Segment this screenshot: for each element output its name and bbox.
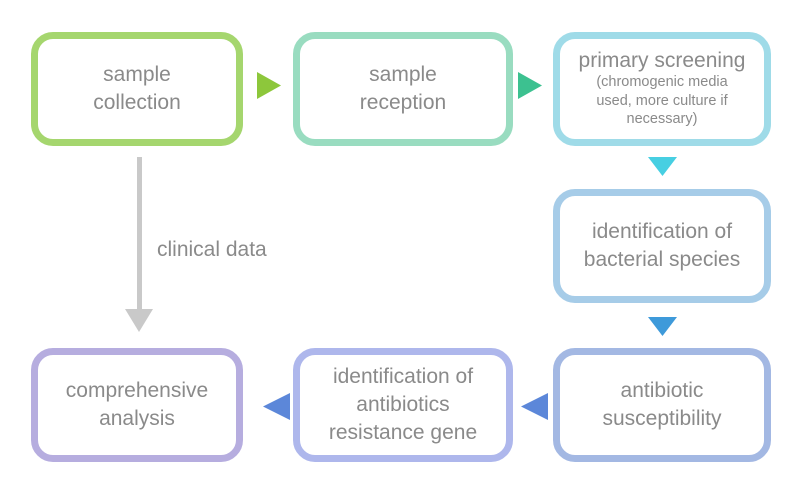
arrow-down-icon	[648, 317, 677, 336]
node-label-line: resistance gene	[328, 420, 478, 444]
node-label-line: collection	[93, 91, 181, 114]
arrow-down-icon-shape	[648, 317, 677, 336]
node-label-line: identification of	[332, 365, 474, 389]
arrow-down-icon	[648, 157, 677, 176]
node-subtitle-line: used, more culture if	[596, 92, 728, 109]
node-antibiotic-susceptibility: antibiotic susceptibility	[553, 348, 771, 462]
arrow-down-icon	[125, 309, 153, 332]
arrow-down-icon-shape	[125, 309, 153, 332]
arrow-left-icon-shape	[263, 393, 290, 420]
node-subtitle-line: necessary)	[626, 111, 698, 128]
node-label-line: bacterial species	[583, 248, 741, 271]
node-label-line: comprehensive	[65, 379, 209, 403]
node-sample-collection: sample collection	[31, 32, 243, 146]
node-label-line: susceptibility	[602, 407, 722, 430]
arrow-right-icon-shape	[257, 72, 281, 99]
arrow-right-icon	[518, 72, 542, 99]
node-title: primary screening	[578, 49, 746, 73]
node-label-line: identification of	[591, 220, 733, 244]
clinical-data-connector-line	[137, 157, 142, 310]
node-label-line: reception	[359, 91, 447, 114]
arrow-left-icon	[263, 393, 290, 420]
node-sample-reception: sample reception	[293, 32, 513, 146]
node-label-line: antibiotic	[620, 379, 704, 403]
clinical-data-label: clinical data	[157, 238, 267, 261]
arrow-right-icon	[257, 72, 281, 99]
arrow-left-icon	[521, 393, 548, 420]
arrow-down-icon-shape	[648, 157, 677, 176]
node-label-line: analysis	[99, 407, 175, 430]
node-subtitle-line: (chromogenic media	[596, 74, 728, 91]
node-label-line: sample	[103, 63, 171, 87]
node-comprehensive-analysis: comprehensive analysis	[31, 348, 243, 462]
node-label-line: sample	[369, 63, 437, 87]
node-identification-of-bacterial-species: identification of bacterial species	[553, 189, 771, 303]
node-primary-screening: primary screening (chromogenic media use…	[553, 32, 771, 146]
arrow-right-icon-shape	[518, 72, 542, 99]
node-label-line: antibiotics	[356, 393, 450, 417]
node-identification-of-antibiotics-resistance-gene: identification of antibiotics resistance…	[293, 348, 513, 462]
arrow-left-icon-shape	[521, 393, 548, 420]
